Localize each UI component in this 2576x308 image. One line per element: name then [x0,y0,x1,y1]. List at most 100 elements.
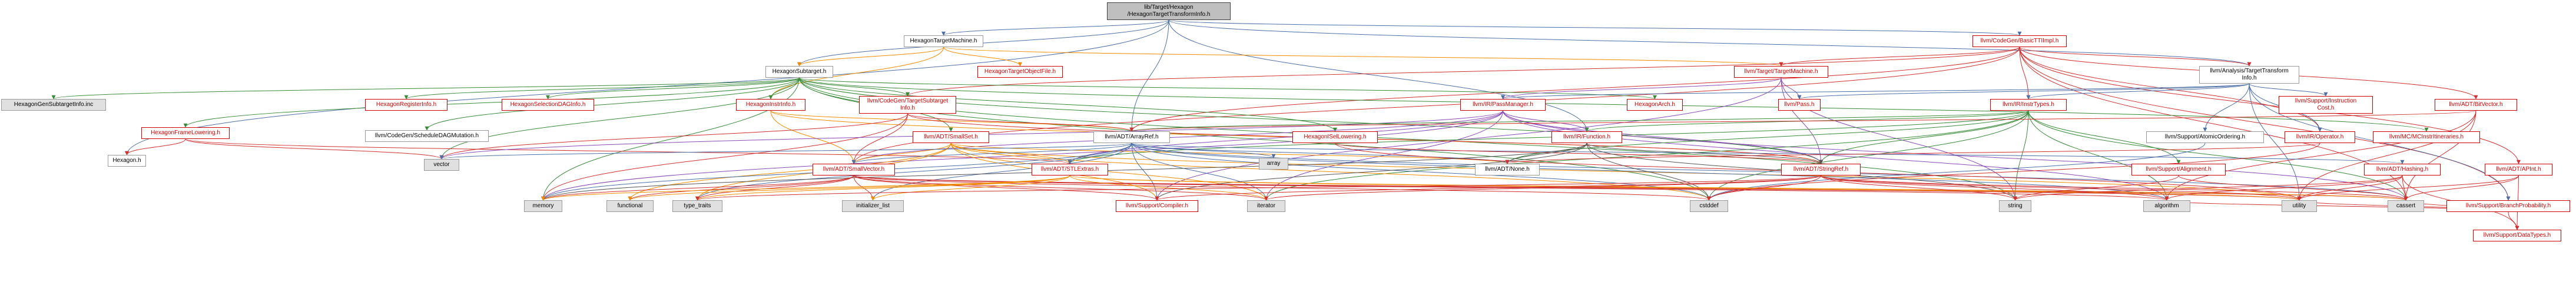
node-support-alignment[interactable]: llvm/Support/Alignment.h [2131,164,2226,175]
edge-AnalysisTTI-to-IRPass [1797,83,2250,100]
node-hexagon-instr-info[interactable]: HexagonInstrInfo.h [736,99,805,111]
edge-ADTBitVector-to-algorithm [2164,110,2476,201]
edge-ADTStringRef-to-iterator [1264,175,1821,201]
edge-IRPassManager-to-algorithm [1503,110,2169,201]
edge-IRFunction-to-ADTNone [1505,143,1587,164]
edge-root-to-HexagonSubtarget [797,19,1169,67]
edge-ADTSTLExtras-to-memory [541,175,1070,201]
edge-HexagonISelLowering-to-ADTStringRef [1335,143,1823,164]
node-hexagon-h[interactable]: Hexagon.h [108,155,146,167]
node-adtstlextras[interactable]: llvm/ADT/STLExtras.h [1032,164,1108,175]
node-adtsmall-vector[interactable]: llvm/ADT/SmallVector.h [813,164,895,175]
edge-HexagonFrameLowering-to-ADTSTLExtras [185,138,1072,164]
node-hexagon-frame-lowering[interactable]: HexagonFrameLowering.h [141,127,230,139]
edge-IRInstrTypes-to-cassert [2028,110,2408,201]
edge-HexagonSubtarget-to-CodeGenScheduleDAGMutation [425,77,800,131]
edge-IRInstrTypes-to-ADTNone [1505,110,2029,164]
edge-ADTSmallVector-to-iterator [853,175,1268,201]
node-hexagon-target-machine[interactable]: HexagonTargetMachine.h [904,35,983,47]
node-adtsmall-set[interactable]: llvm/ADT/SmallSet.h [913,131,989,143]
edge-CodeGenTargetSubtargetInfo-to-memory [541,113,908,201]
node-support-instruction-cost[interactable]: llvm/Support/Instruction Cost.h [2279,96,2373,114]
edge-IRInstrTypes-to-algorithm [2028,110,2169,201]
node-irpass[interactable]: llvm/Pass.h [1778,99,1821,111]
node-code-gen-target-subtarget-info[interactable]: llvm/CodeGen/TargetSubtarget Info.h [859,96,956,114]
edge-ADTSmallSet-to-ADTSTLExtras [950,143,1072,164]
node-support-compiler[interactable]: llvm/Support/Compiler.h [1116,200,1198,212]
node-iroperator[interactable]: llvm/IR/Operator.h [2285,131,2355,143]
node-support-atomic-ordering[interactable]: llvm/Support/AtomicOrdering.h [2146,131,2264,143]
edge-ADTStringRef-to-cassert [1821,175,2408,201]
node-support-data-types[interactable]: llvm/Support/DataTypes.h [2473,230,2561,241]
node-adtarray-ref[interactable]: llvm/ADT/ArrayRef.h [1093,131,1170,143]
edge-IRInstrTypes-to-cstddef [1707,110,2029,201]
edge-SupportAlignment-to-cassert [2178,175,2408,201]
edge-ADTArrayRef-to-initializer_list [871,143,1132,201]
node-target-target-machine[interactable]: llvm/Target/TargetMachine.h [1734,66,1828,78]
edge-ADTSTLExtras-to-functional [628,175,1070,201]
node-hexagon-arch[interactable]: HexagonArch.h [1627,99,1683,111]
node-cassert: cassert [2388,200,2424,212]
node-irinstr-types[interactable]: llvm/IR/InstrTypes.h [1990,99,2067,111]
edge-ADTSmallSet-to-iterator [950,143,1268,201]
edge-root-to-AnalysisTTI [1168,19,2252,67]
edge-ADTArrayRef-to-iterator [1131,143,1268,201]
node-adtnone[interactable]: llvm/ADT/None.h [1475,164,1540,175]
node-irfunction[interactable]: llvm/IR/Function.h [1551,131,1622,143]
edge-AnalysisTTI-to-SupportInstructionCost [2249,83,2328,97]
node-hexagon-subtarget[interactable]: HexagonSubtarget.h [765,66,833,78]
node-support-branch-probability[interactable]: llvm/Support/BranchProbability.h [2446,200,2570,212]
node-mcinstr-itineraries[interactable]: llvm/MC/MCInstrItineraries.h [2373,131,2480,143]
node-analysis-tti[interactable]: llvm/Analysis/TargetTransform Info.h [2199,66,2299,84]
node-hexagon-register-info[interactable]: HexagonRegisterInfo.h [365,99,447,111]
node-hexagon-target-object-file[interactable]: HexagonTargetObjectFile.h [977,66,1063,78]
node-hexagon-isel-lowering[interactable]: HexagonISelLowering.h [1292,131,1378,143]
node-adtapint[interactable]: llvm/ADT/APInt.h [2485,164,2552,175]
edge-AnalysisTTI-to-SupportAtomicOrdering [2203,83,2250,132]
edge-ADTStringRef-to-utility [1821,175,2302,201]
node-adtbit-vector[interactable]: llvm/ADT/BitVector.h [2435,99,2517,111]
edge-CodeGenTargetSubtargetInfo-to-ADTArrayRef [907,113,1134,132]
edge-IRFunction-to-ADTStringRef [1586,143,1823,164]
node-string: string [1999,200,2031,212]
node-code-gen-schedule-dagmutation[interactable]: llvm/CodeGen/ScheduleDAGMutation.h [365,130,489,142]
edge-ADTSmallVector-to-type_traits [695,175,854,201]
edge-HexagonSubtarget-to-MCInstrItineraries [799,77,2429,132]
edge-ADTSmallVector-to-SupportCompiler [853,175,1159,201]
edge-ADTArrayRef-to-ADTSmallVector [851,143,1132,164]
node-code-gen-basic-ttiimpl[interactable]: llvm/CodeGen/BasicTTIImpl.h [1972,35,2067,47]
node-functional: functional [606,200,654,212]
edge-CodeGenBasicTTIImpl-to-TargetTargetMachine [1779,47,2020,67]
edge-IRFunction-to-cstddef [1586,143,1711,201]
edge-ADTStringRef-to-cstddef [1707,175,1821,201]
edge-ADTHashing-to-utility [2297,175,2403,201]
edge-HexagonSubtarget-to-HexagonISelLowering [799,77,1337,132]
edge-HexagonSubtarget-to-HexagonGenSubtargetInfo [51,77,800,100]
edge-ADTStringRef-to-algorithm [1821,175,2169,201]
node-adtstring-ref[interactable]: llvm/ADT/StringRef.h [1781,164,1861,175]
node-irpass-manager[interactable]: llvm/IR/PassManager.h [1460,99,1546,111]
node-adthashing[interactable]: llvm/ADT/Hashing.h [2364,164,2441,175]
node-hexagon-selection-daginfo[interactable]: HexagonSelectionDAGInfo.h [502,99,594,111]
edge-HexagonSubtarget-to-HexagonRegisterInfo [404,77,800,100]
edge-ADTSmallSet-to-utility [950,143,2302,201]
edge-HexagonTargetMachine-to-HexagonTargetObjectFile [943,47,1022,67]
edge-HexagonSubtarget-to-CodeGenTargetSubtargetInfo [799,77,910,97]
edge-CodeGenBasicTTIImpl-to-CodeGenTargetSubtargetInfo [906,47,2020,97]
edge-IRInstrTypes-to-ADTSTLExtras [1067,110,2029,164]
edge-CodeGenTargetSubtargetInfo-to-vector [439,113,908,160]
edge-IROperator-to-ADTNone [1506,143,2320,164]
node-initializer-list: initializer_list [842,200,904,212]
edge-ADTArrayRef-to-type_traits [695,143,1132,201]
edge-IRPassManager-to-memory [541,110,1503,201]
edge-SupportAlignment-to-string [2013,175,2179,201]
node-iterator: iterator [1247,200,1285,212]
edge-HexagonSubtarget-to-ADTStringRef [799,77,1823,164]
node-memory: memory [524,200,562,212]
edge-AnalysisTTI-to-IRPassManager [1501,83,2250,100]
edge-CodeGenBasicTTIImpl-to-IRInstrTypes [2019,47,2031,100]
node-type-traits: type_traits [672,200,722,212]
edge-CodeGenBasicTTIImpl-to-AnalysisTTI [2019,47,2252,67]
node-vector: vector [424,159,459,171]
